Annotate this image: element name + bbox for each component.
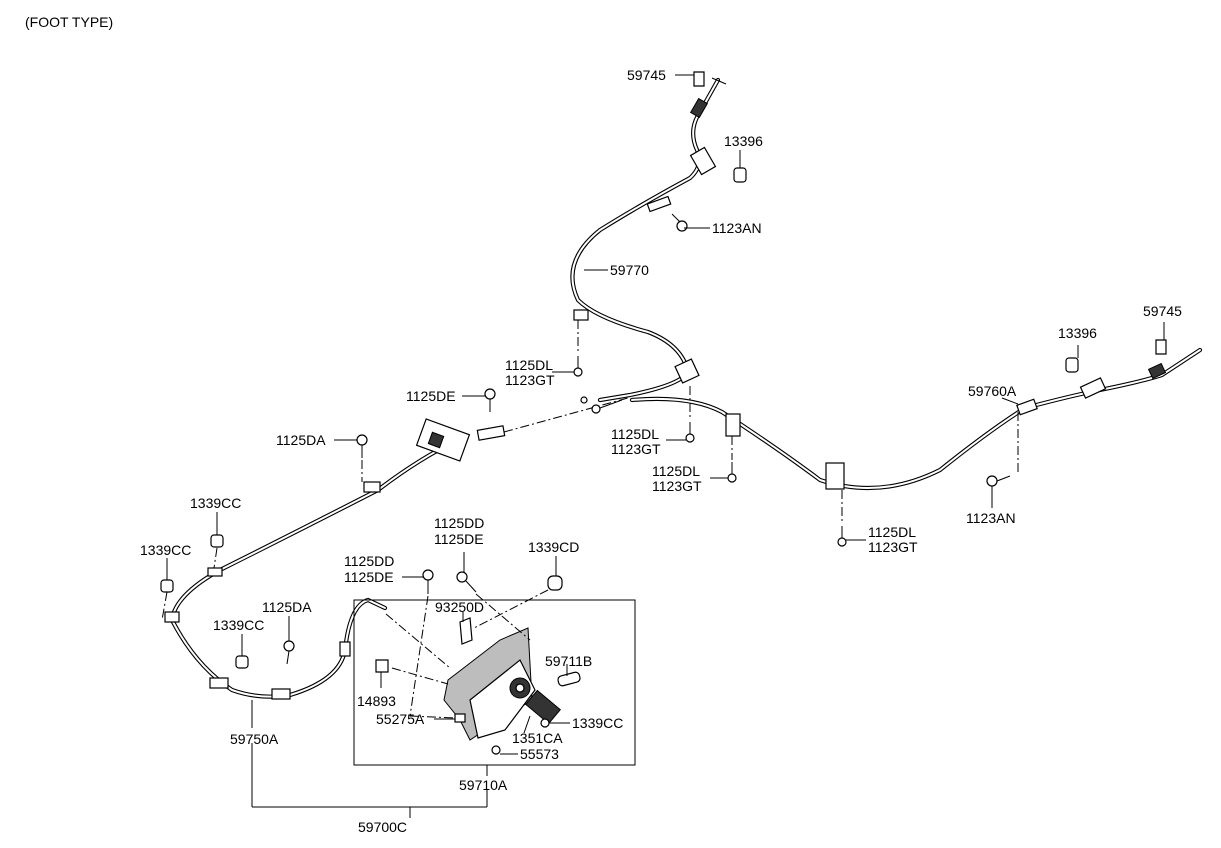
label-55573: 55573 [520, 746, 559, 762]
bolt-1125DD-b [456, 571, 477, 593]
nut-13396-right [1065, 357, 1079, 373]
label-93250D: 93250D [435, 599, 484, 615]
label-55275A: 55275A [376, 711, 425, 727]
label-1123GT-c: 1123GT [652, 478, 702, 494]
nut-13396-top [733, 167, 747, 183]
cable-59750A [164, 418, 471, 700]
label-1123AN-right: 1123AN [966, 510, 1016, 526]
label-1123GT-a: 1123GT [505, 372, 555, 388]
cable-59770 [570, 77, 727, 403]
clip-59745-top [693, 71, 705, 87]
label-1125DL-b: 1125DL [611, 426, 659, 442]
bolt-1125DA-a [356, 434, 368, 458]
bolt-1125DL-a [573, 356, 583, 377]
label-59710A: 59710A [459, 777, 508, 793]
label-1339CD: 1339CD [528, 539, 579, 555]
label-13396-right: 13396 [1058, 325, 1097, 341]
label-1123GT-b: 1123GT [611, 441, 661, 457]
label-1125DD-b: 1125DD [344, 553, 394, 569]
grommet-1339CD [547, 575, 563, 591]
grommet-1339CC-b [160, 579, 174, 593]
cable-bracket-mid [573, 309, 589, 321]
label-1123AN-top: 1123AN [712, 220, 762, 236]
grommet-1339CC-a [210, 534, 224, 548]
equalizer-link [476, 396, 629, 441]
bolt-1125DL-c [727, 462, 737, 483]
cable-bracket-right-a [725, 413, 741, 437]
bolt-1123AN-right [986, 475, 1011, 487]
label-1125DE-b: 1125DE [434, 531, 484, 547]
label-1125DL-a: 1125DL [505, 357, 553, 373]
label-59745-right: 59745 [1143, 303, 1182, 319]
label-59700C: 59700C [358, 819, 407, 835]
bolt-1125DE-a [484, 388, 496, 412]
label-1339CC-a: 1339CC [190, 495, 241, 511]
label-59750A: 59750A [230, 731, 279, 747]
clip-59745-right [1155, 339, 1167, 355]
grommet-1339CC-c [235, 655, 249, 669]
cable-bracket-right-b [825, 462, 845, 490]
label-1125DA-b: 1125DA [262, 599, 312, 615]
label-59760A: 59760A [968, 383, 1017, 399]
label-1351CA: 1351CA [512, 730, 563, 746]
label-1123GT-d: 1123GT [868, 539, 918, 555]
label-59711B: 59711B [545, 653, 592, 669]
pedal-assembly [375, 617, 581, 755]
label-14893: 14893 [357, 693, 396, 709]
label-1339CC-d: 1339CC [572, 715, 623, 731]
bolt-1125DA-b [283, 640, 295, 665]
part-labels: 59745 13396 1123AN 59770 1125DL 1123GT 1… [140, 67, 1182, 835]
leader-lines [161, 74, 1165, 818]
bolt-1125DL-d [837, 526, 847, 547]
bolt-1125DD-a [422, 569, 434, 594]
label-1339CC-b: 1339CC [140, 542, 191, 558]
label-1125DE-c: 1125DE [344, 569, 394, 585]
label-1125DD-a: 1125DD [434, 515, 484, 531]
label-1339CC-c: 1339CC [213, 617, 264, 633]
label-1125DL-d: 1125DL [868, 524, 916, 540]
diagram-title: (FOOT TYPE) [25, 14, 113, 30]
label-59770: 59770 [610, 262, 649, 278]
label-1125DE-a: 1125DE [406, 388, 456, 404]
cable-59760A [629, 347, 1203, 491]
label-1125DL-c: 1125DL [652, 463, 700, 479]
pedal-assembly-box [353, 599, 636, 766]
fasteners [160, 71, 1167, 669]
cable-bracket-top [689, 146, 717, 176]
label-59745-top: 59745 [627, 67, 666, 83]
label-1125DA-a: 1125DA [276, 432, 326, 448]
bushing-1339CC [540, 718, 550, 728]
label-13396-top: 13396 [724, 133, 763, 149]
equalizer-housing [415, 418, 471, 462]
bolt-1125DL-b [685, 422, 695, 443]
